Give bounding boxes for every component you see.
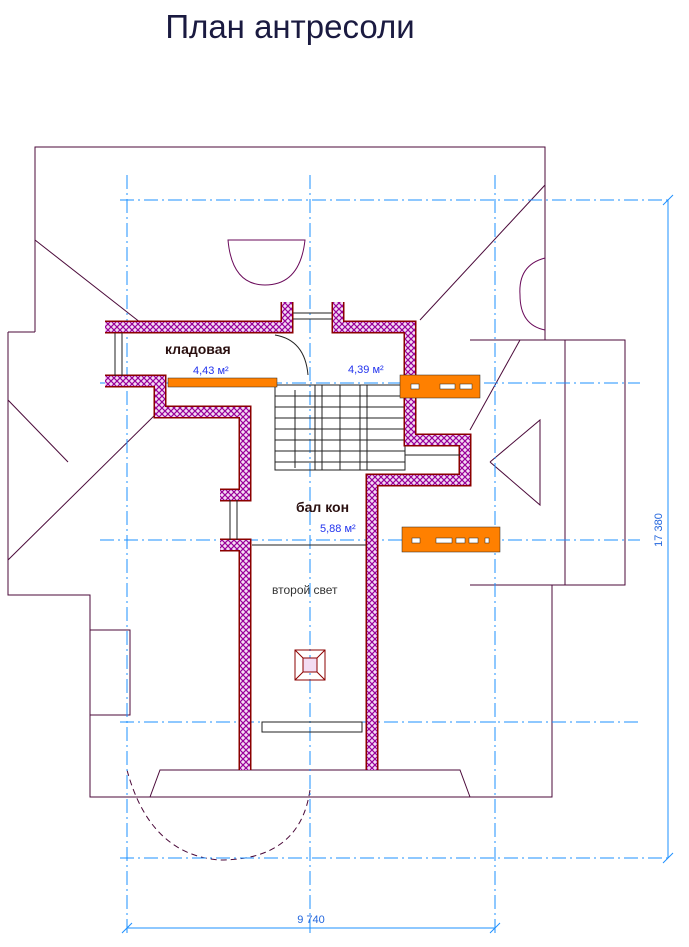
room-area-balcony: 5,88 м²	[320, 523, 356, 535]
dimension-lines	[121, 194, 674, 934]
slabs	[167, 374, 501, 553]
room-area-stair-hall: 4,39 м²	[348, 364, 384, 376]
grid-axes	[100, 175, 672, 935]
staircase	[274, 384, 406, 471]
dimension-horizontal: 9 740	[297, 914, 325, 926]
dashed-arc	[126, 769, 311, 861]
room-name-storage: кладовая	[165, 341, 231, 357]
room-name-second-light: второй свет	[272, 583, 338, 597]
bath-fixture	[519, 257, 546, 331]
room-name-balcony: бал кон	[296, 499, 349, 515]
void-marker	[261, 649, 363, 733]
door-swing-arc	[274, 334, 309, 376]
plan-title: План антресоли	[165, 8, 415, 45]
toilet-fixture	[227, 239, 306, 286]
room-area-storage: 4,43 м²	[193, 365, 229, 377]
walls	[105, 302, 472, 770]
dimension-vertical: 17 380	[653, 513, 665, 547]
roof-outline	[7, 146, 626, 798]
